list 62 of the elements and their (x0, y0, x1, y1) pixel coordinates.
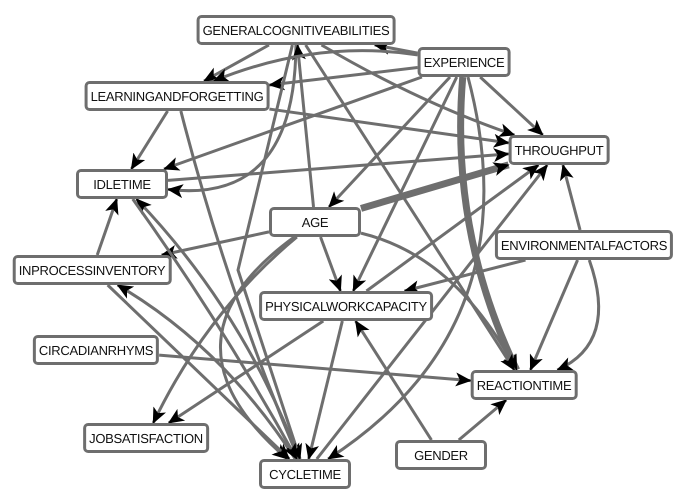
arrow (360, 162, 510, 212)
factor-label: GENERALCOGNITIVEABILITIES (202, 22, 390, 38)
arrow (327, 76, 486, 460)
arrow (529, 259, 579, 371)
factor-box (418, 47, 510, 77)
arrow (168, 320, 324, 424)
arrow (304, 44, 516, 371)
factor-label: THROUGHPUT (514, 142, 604, 158)
arrow (219, 236, 296, 460)
factor-box (259, 459, 351, 489)
factor-box (470, 370, 578, 400)
arrow (269, 108, 510, 148)
factor-label: IDLETIME (93, 176, 151, 192)
arrow (268, 66, 418, 90)
arrow (556, 260, 600, 372)
factor-label: GENDER (414, 448, 468, 462)
factor-label: JOBSATISFACTION (89, 430, 203, 446)
factor-box (508, 135, 610, 165)
arrow (328, 76, 452, 208)
factor-box (32, 335, 160, 365)
arrow (160, 230, 270, 259)
factor-label: CIRCADIANRHYMS (38, 342, 154, 358)
factor-box (12, 255, 172, 285)
arrow (354, 320, 433, 441)
arrow (292, 44, 315, 208)
arrow (305, 320, 344, 460)
arrow (179, 110, 300, 460)
factor-box (84, 81, 270, 111)
arrow (96, 198, 118, 256)
arrow (152, 236, 298, 424)
factor-label: AGE (302, 214, 328, 230)
factor-label: INPROCESSINVENTORY (18, 262, 166, 278)
factor-box (259, 291, 433, 321)
factor-box (76, 169, 168, 199)
arrow (457, 76, 520, 372)
factor-label: ENVIRONMENTALFACTORS (500, 238, 668, 252)
arrow (236, 44, 302, 460)
arrow (458, 398, 508, 442)
arrow (352, 76, 458, 292)
factor-label: REACTIONTIME (476, 378, 572, 392)
arrow (316, 164, 548, 460)
arrow (319, 236, 342, 292)
arrow (479, 76, 544, 136)
arrow (130, 110, 169, 170)
factor-box (83, 423, 209, 453)
factor-box (395, 440, 487, 470)
arrow (560, 164, 582, 230)
arrow (366, 164, 540, 292)
factor-label: LEARNINGANDFORGETTING (90, 88, 264, 104)
arrow (320, 44, 516, 137)
factor-label: EXPERIENCE (424, 54, 504, 70)
factor-box (494, 230, 674, 260)
factor-label: CYCLETIME (269, 466, 341, 482)
arrow (203, 44, 270, 82)
arrow (212, 49, 418, 82)
arrow (168, 148, 510, 182)
factor-box (269, 207, 361, 237)
factor-box (196, 15, 396, 45)
arrow (167, 44, 298, 198)
arrow (163, 76, 422, 171)
factor-label: PHYSICALWORKCAPACITY (265, 298, 427, 314)
arrow (159, 354, 472, 386)
